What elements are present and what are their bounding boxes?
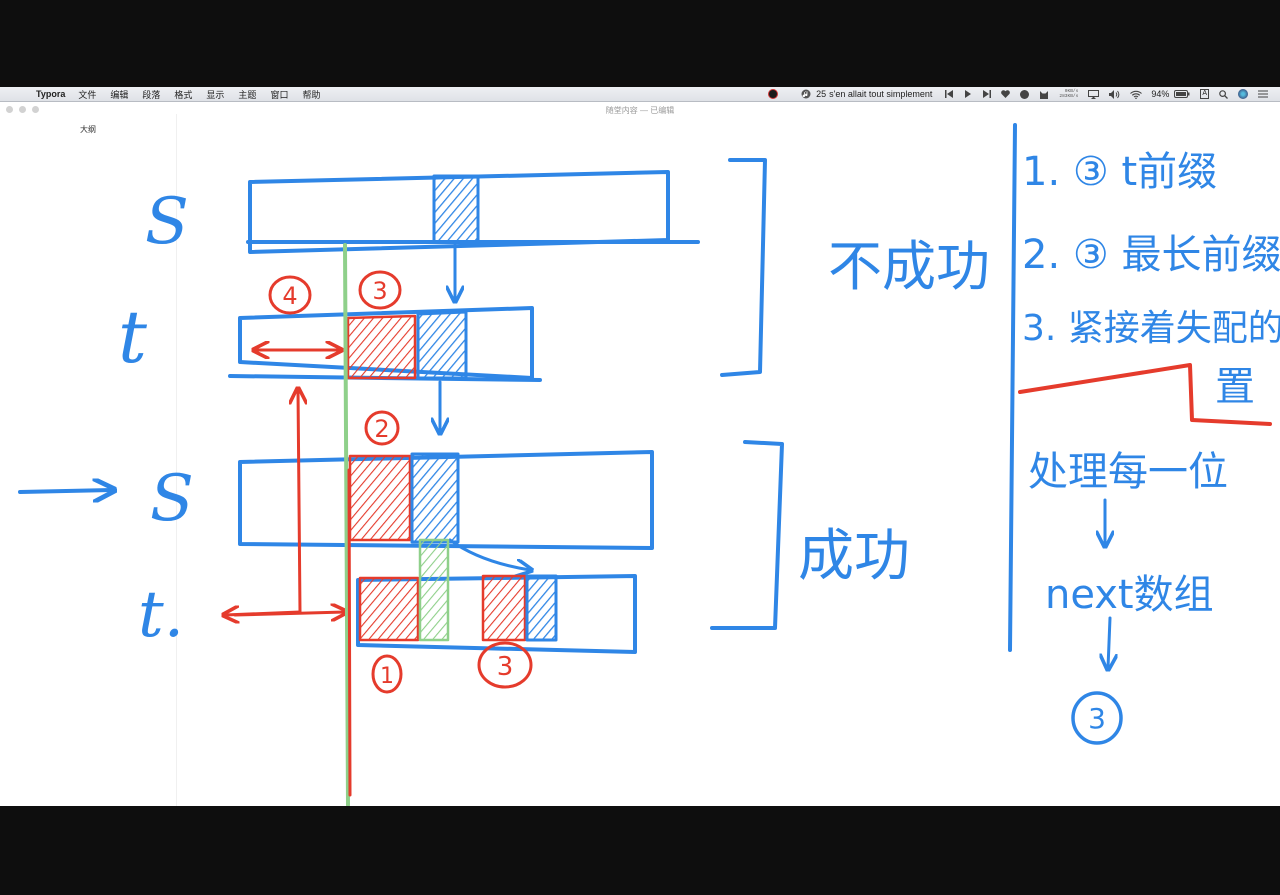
final-marker-circle [1071,691,1123,745]
string-s-bottom [18,450,654,570]
step-1: 1. ③ t前缀 [1022,149,1217,195]
menu-format[interactable]: 格式 [174,89,193,100]
heart-icon[interactable] [1001,90,1011,98]
marker-2-text: 2 [374,415,389,443]
battery-percent: 94% [1151,89,1170,99]
record-icon[interactable] [1020,89,1030,99]
bracket-success [710,440,784,630]
app-status-icon[interactable] [768,89,779,99]
string-s-top [246,170,700,300]
label-t-bottom: t. [138,578,184,652]
menu-file[interactable]: 文件 [78,89,97,100]
process-text: 处理每一位 [1028,449,1228,495]
string-t-top [228,306,542,432]
step-2: 2. ③ 最长前缀 [1022,232,1280,278]
menu-view[interactable]: 显示 [206,89,225,100]
marker-1-text: 1 [380,664,394,689]
close-button[interactable] [6,106,13,113]
menu-help[interactable]: 帮助 [302,89,321,100]
marker-3b-circle [477,641,533,689]
marker-3b-text: 3 [497,652,514,682]
marker-4-text: 4 [282,282,297,310]
red-separator [1018,363,1272,426]
minimize-button[interactable] [19,106,26,113]
red-divider [347,468,352,797]
next-track-icon[interactable] [982,90,992,98]
string-t-bottom [225,390,637,654]
prev-track-icon[interactable] [945,90,954,98]
final-marker-text: 3 [1088,702,1106,735]
outline-title: 大纲 [80,125,96,134]
music-badge: 25 [816,89,827,99]
marker-4-circle [268,275,312,315]
bracket-fail [720,158,767,377]
label-s-bottom: S [150,462,194,536]
input-source-label: A [1200,89,1209,99]
menu-theme[interactable]: 主题 [238,89,257,100]
search-icon[interactable] [1219,89,1228,99]
marker-3-circle [358,270,402,310]
display-icon[interactable] [1088,89,1100,99]
right-divider [1008,123,1017,652]
zoom-button[interactable] [32,106,39,113]
app-name-menu[interactable]: Typora [36,89,66,99]
flow-arrow-2 [1108,616,1110,668]
fail-label: 不成功 [828,235,990,298]
menu-window[interactable]: 窗口 [270,89,289,100]
input-source-icon[interactable]: A [1200,89,1209,99]
siri-icon[interactable] [1238,89,1248,99]
label-s-top: S [145,185,189,259]
menu-edit[interactable]: 编辑 [110,89,129,100]
green-divider [343,243,350,807]
menu-icon[interactable] [1258,90,1268,98]
marker-1-circle [371,654,403,694]
volume-icon[interactable] [1109,89,1120,99]
step-3-cont: 置 [1215,364,1255,410]
menu-bar: Typora 文件 编辑 段落 格式 显示 主题 窗口 帮助 25 s'en a… [0,87,1280,102]
label-t-top: t [118,295,148,379]
cat-icon[interactable] [1039,90,1049,99]
download-speed: 283KB/s [1059,94,1079,99]
success-label: 成功 [798,524,910,589]
marker-2-circle [364,410,400,446]
outline-sidebar: 大纲 [0,114,177,806]
window-controls [6,106,39,113]
play-icon[interactable] [964,90,972,98]
step-3: 3. 紧接着失配的位 [1022,308,1280,349]
battery-icon[interactable] [1174,90,1190,98]
wifi-icon[interactable] [1130,90,1143,99]
music-icon[interactable] [801,89,811,99]
now-playing-text[interactable]: s'en allait tout simplement [829,89,933,99]
next-array-text: next数组 [1045,572,1214,618]
upload-speed: 0KB/s [1064,89,1079,94]
window-title: 随堂内容 — 已编辑 [605,106,675,115]
marker-3-text: 3 [372,277,387,305]
menu-paragraph[interactable]: 段落 [142,89,161,100]
letterbox-bottom [0,806,1280,895]
